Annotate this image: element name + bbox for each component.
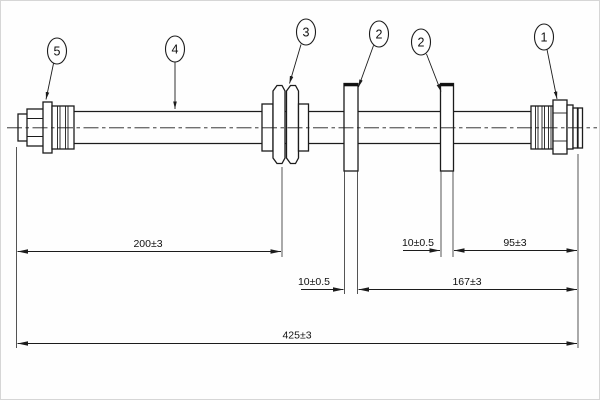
dimension-label: 10±0.5	[298, 276, 330, 288]
callout-balloon-3: 3	[289, 18, 317, 84]
callout-balloon-5: 5	[45, 37, 68, 100]
callout-balloon-2-right: 2	[410, 28, 442, 92]
callout-number: 5	[54, 45, 61, 59]
dimension-label: 425±3	[282, 330, 311, 342]
callout-number: 3	[303, 26, 310, 40]
callout-balloon-2-left: 2	[358, 20, 390, 88]
dimension-label: 200±3	[133, 238, 162, 250]
dimension-clip2-to-right-end: 95±3	[454, 237, 577, 253]
dimension-clip2-width: 10±0.5	[402, 237, 440, 253]
dimension-left-end-to-grommet: 200±3	[17, 238, 281, 254]
callout-number: 2	[376, 28, 383, 42]
dimension-label: 167±3	[452, 276, 481, 288]
dimension-label: 10±0.5	[402, 237, 434, 249]
extension-lines	[16, 147, 579, 348]
dimension-label: 95±3	[503, 237, 526, 249]
callout-number: 1	[541, 31, 548, 45]
callout-number: 4	[172, 43, 179, 57]
callout-balloon-4: 4	[164, 35, 186, 109]
callout-number: 2	[418, 36, 425, 50]
dimension-clip1-width: 10±0.5	[298, 276, 344, 292]
dimension-overall-length: 425±3	[17, 330, 577, 346]
right-end-fitting	[530, 99, 584, 155]
dimension-clip1-to-right-end: 167±3	[358, 276, 577, 292]
clip-2	[439, 82, 455, 172]
callout-balloon-1: 1	[533, 23, 558, 100]
clip-1	[343, 82, 359, 172]
mounting-grommet	[261, 84, 310, 165]
